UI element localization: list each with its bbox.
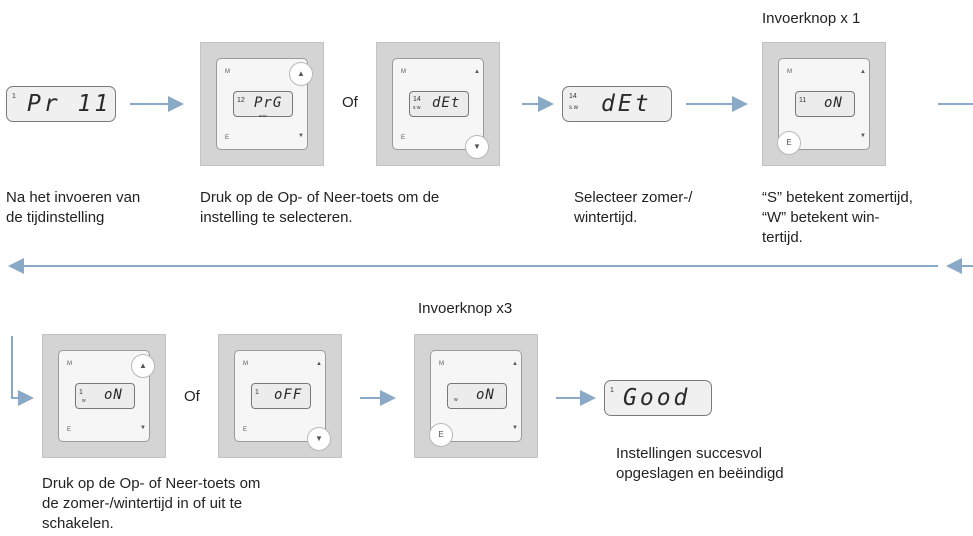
down-arrow-icon: ▼ bbox=[860, 133, 866, 139]
or-label-1: Of bbox=[342, 94, 358, 111]
up-button-highlighted[interactable]: ▲ bbox=[289, 62, 313, 86]
lcd-digit: 1 bbox=[12, 93, 16, 100]
lcd-display-good: 1 Good bbox=[604, 380, 712, 416]
arrow-down-in bbox=[11, 336, 34, 406]
e-label: E bbox=[225, 135, 230, 141]
up-button-highlighted[interactable]: ▲ bbox=[131, 354, 155, 378]
enter-button-highlighted[interactable]: E bbox=[429, 423, 453, 447]
e-label: E bbox=[243, 427, 248, 433]
device-lcd: 11 oN bbox=[795, 91, 855, 117]
caption-3: Selecteer zomer-/wintertijd. bbox=[574, 189, 693, 226]
down-arrow-icon: ▼ bbox=[140, 425, 146, 431]
device-lcd: 1 oFF bbox=[251, 383, 311, 409]
e-label: E bbox=[67, 427, 72, 433]
thermostat-device-e: M ▲ E 1 oFF ▼ bbox=[218, 334, 342, 458]
thermostat-device-b: M ▲ E 14 s w dEt ▼ bbox=[376, 42, 500, 166]
thermostat-device-a: M E ▼ 12 auto PrG ▲ bbox=[200, 42, 324, 166]
header-step5: Invoerknop x 1 bbox=[762, 10, 861, 27]
enter-button-highlighted[interactable]: E bbox=[777, 131, 801, 155]
down-button-highlighted[interactable]: ▼ bbox=[465, 135, 489, 159]
device-lcd: 1 w oN bbox=[75, 383, 135, 409]
device-lcd: 14 s w dEt bbox=[409, 91, 469, 117]
m-label: M bbox=[243, 361, 248, 367]
m-label: M bbox=[67, 361, 72, 367]
up-arrow-icon: ▲ bbox=[316, 361, 322, 367]
device-lcd: w oN bbox=[447, 383, 507, 409]
down-button-highlighted[interactable]: ▼ bbox=[307, 427, 331, 451]
caption-4: “S” betekent zomertijd,“W” betekent win-… bbox=[762, 189, 913, 246]
device-lcd: 12 auto PrG bbox=[233, 91, 293, 118]
up-arrow-icon: ▲ bbox=[474, 69, 480, 75]
down-arrow-icon: ▼ bbox=[512, 425, 518, 431]
lcd-display-det: 14 s w dEt bbox=[562, 86, 672, 122]
down-arrow-icon: ▼ bbox=[298, 133, 304, 139]
thermostat-device-f: M ▲ ▼ w oN E bbox=[414, 334, 538, 458]
m-label: M bbox=[439, 361, 444, 367]
lcd-display-pr11: 1 Pr 11 bbox=[6, 86, 116, 122]
e-label: E bbox=[401, 135, 406, 141]
lcd-text: Pr 11 bbox=[27, 91, 112, 117]
or-label-2: Of bbox=[184, 388, 200, 405]
header-step7: Invoerknop x3 bbox=[418, 300, 513, 317]
m-label: M bbox=[401, 69, 406, 75]
m-label: M bbox=[225, 69, 230, 75]
thermostat-device-c: M ▲ ▼ 11 oN E bbox=[762, 42, 886, 166]
up-arrow-icon: ▲ bbox=[860, 69, 866, 75]
thermostat-device-d: M E ▼ 1 w oN ▲ bbox=[42, 334, 166, 458]
up-arrow-icon: ▲ bbox=[512, 361, 518, 367]
m-label: M bbox=[787, 69, 792, 75]
